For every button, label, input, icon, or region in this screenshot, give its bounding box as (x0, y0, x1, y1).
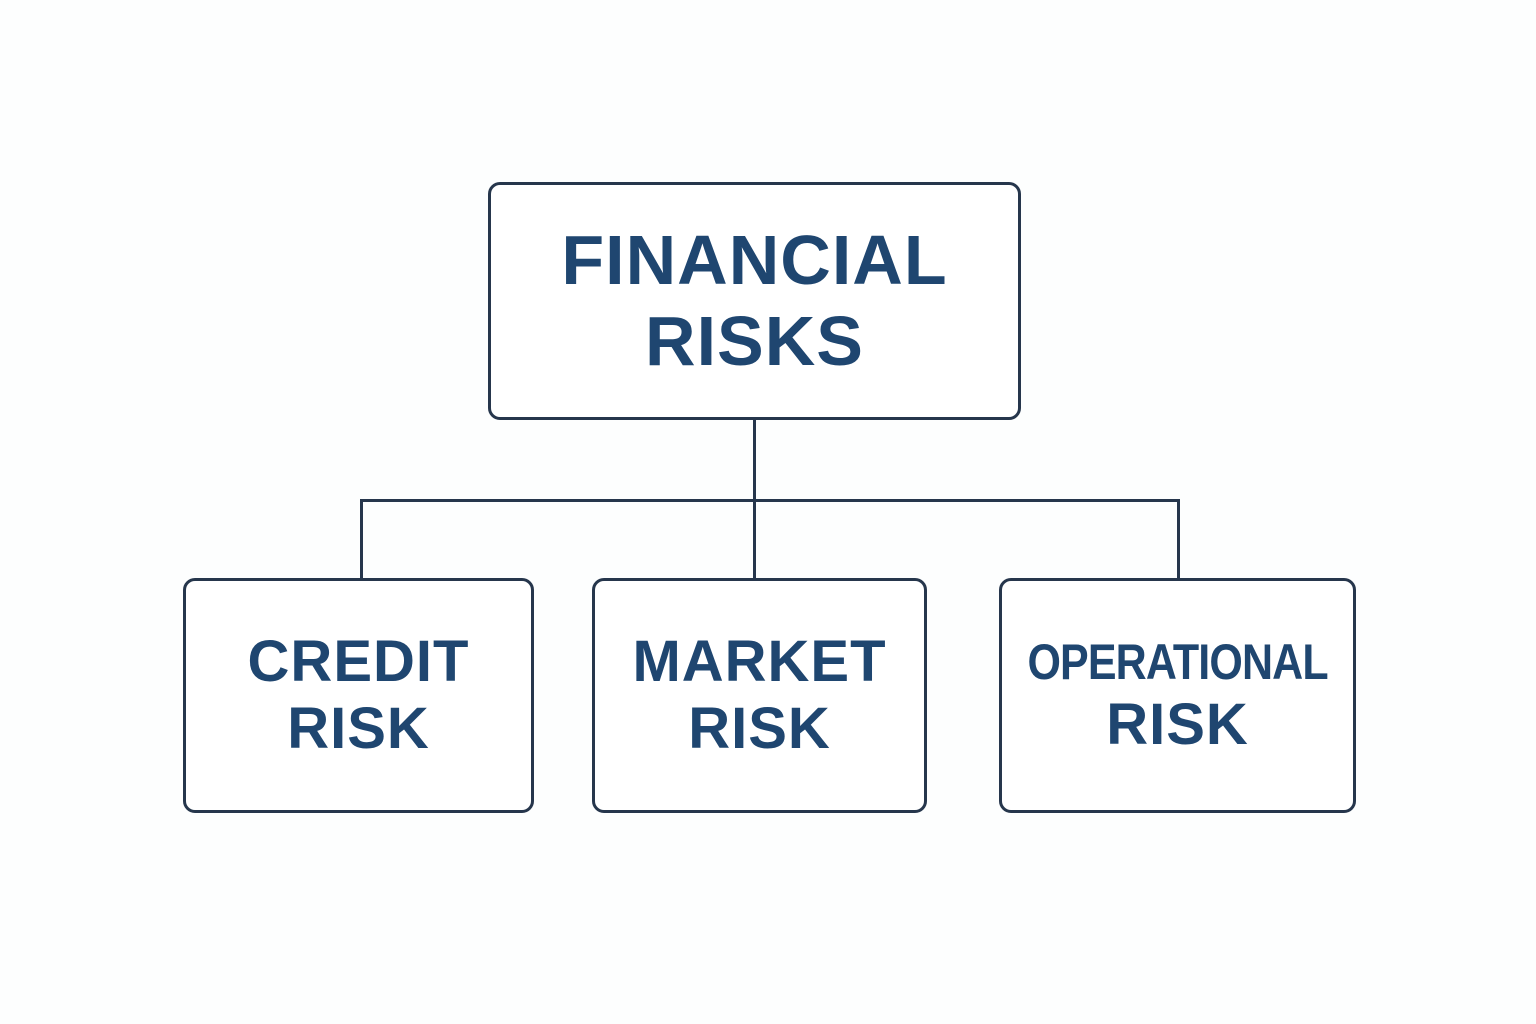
connector-root-down (753, 418, 756, 502)
node-label-line: FINANCIAL (561, 221, 948, 299)
connector-to-credit (360, 499, 363, 580)
connector-to-market (753, 499, 756, 580)
node-market-risk: MARKET RISK (592, 578, 927, 813)
node-label-line: RISK (287, 695, 430, 761)
node-label-line: MARKET (632, 628, 887, 694)
node-label-line: RISK (1106, 691, 1249, 757)
connector-to-operational (1177, 499, 1180, 580)
node-label-line: RISK (688, 695, 831, 761)
node-label-line: CREDIT (247, 628, 470, 694)
connector-horizontal-bar (360, 499, 1180, 502)
node-financial-risks: FINANCIAL RISKS (488, 182, 1021, 420)
node-credit-risk: CREDIT RISK (183, 578, 534, 813)
node-label-line: OPERATIONAL (1027, 633, 1328, 690)
node-operational-risk: OPERATIONAL RISK (999, 578, 1356, 813)
node-label-line: RISKS (645, 302, 864, 380)
